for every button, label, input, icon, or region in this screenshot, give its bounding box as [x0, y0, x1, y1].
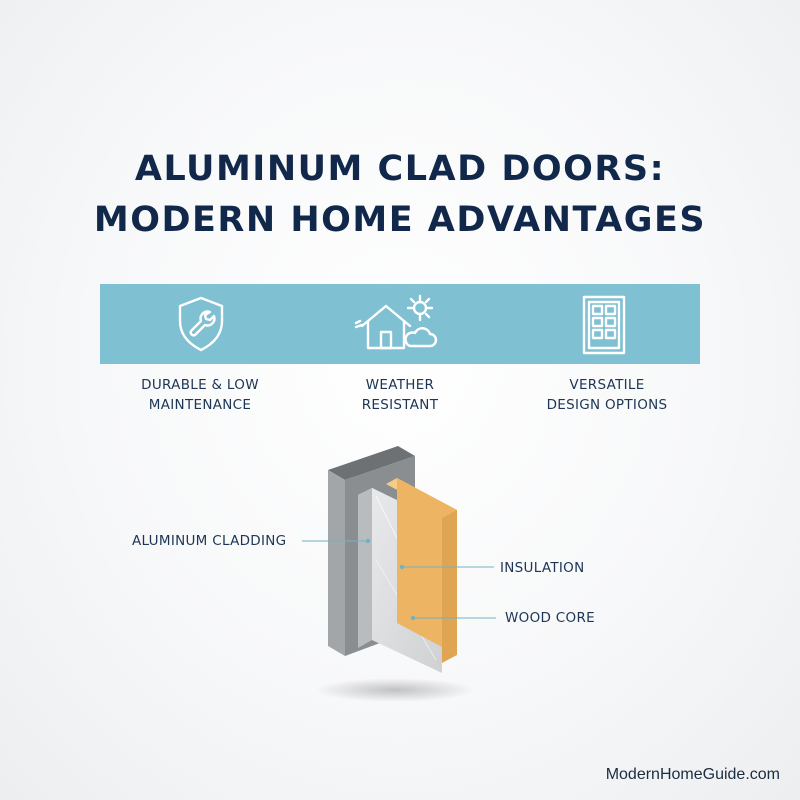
wood-core-label: WOOD CORE [505, 610, 595, 626]
feature-design-line-1: VERSATILE [569, 377, 645, 393]
wood-core-leader-dot [410, 615, 416, 621]
insulation-leader-dot [399, 564, 405, 570]
feature-weather-line-1: WEATHER [365, 377, 435, 393]
aluminum-cladding-label: ALUMINUM CLADDING [132, 533, 287, 549]
feature-durable: DURABLE & LOW MAINTENANCE [90, 375, 310, 415]
house-weather-icon [354, 294, 440, 356]
feature-weather-line-2: RESISTANT [361, 397, 439, 413]
page-title-line-2: MODERN HOME ADVANTAGES [93, 200, 707, 240]
diagram-shadow [315, 678, 475, 702]
feature-durable-line-1: DURABLE & LOW [141, 377, 259, 393]
page-title-line-1: ALUMINUM CLAD DOORS: [134, 149, 666, 189]
feature-durable-line-2: MAINTENANCE [148, 397, 252, 413]
site-watermark: ModernHomeGuide.com [605, 766, 780, 783]
cladding-leader-dot [365, 538, 371, 544]
window-door-icon [580, 294, 628, 356]
insulation-label: INSULATION [500, 560, 585, 576]
feature-weather: WEATHER RESISTANT [290, 375, 510, 415]
shield-wrench-icon [170, 292, 232, 354]
feature-design: VERSATILE DESIGN OPTIONS [497, 375, 717, 415]
feature-design-line-2: DESIGN OPTIONS [546, 397, 668, 413]
